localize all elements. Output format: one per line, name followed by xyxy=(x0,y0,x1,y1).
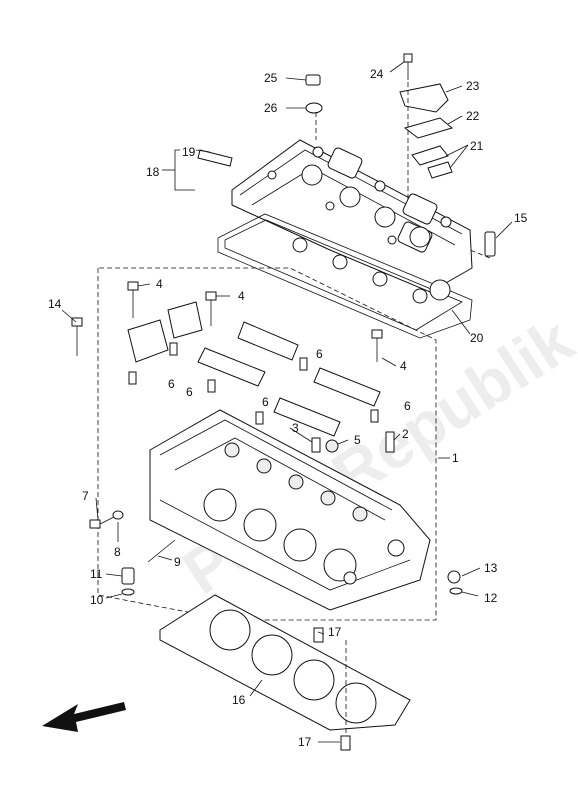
callout-6d: 6 xyxy=(316,347,323,361)
callout-15: 15 xyxy=(514,211,528,225)
head-cover-gasket xyxy=(217,213,473,339)
callout-4a: 4 xyxy=(156,277,163,291)
callout-11: 11 xyxy=(90,567,103,581)
callout-4b: 4 xyxy=(238,289,245,303)
callout-20: 20 xyxy=(470,331,484,345)
callout-labels: 1 2 3 4 4 4 5 6 6 6 6 6 7 8 9 10 11 12 1… xyxy=(48,67,528,749)
callout-17b: 17 xyxy=(298,735,312,749)
callout-17a: 17 xyxy=(328,625,342,639)
callout-7: 7 xyxy=(82,489,89,503)
callout-3: 3 xyxy=(292,421,299,435)
callout-12: 12 xyxy=(484,591,498,605)
callout-8: 8 xyxy=(114,545,121,559)
small-parts xyxy=(89,53,496,751)
callout-6c: 6 xyxy=(262,395,269,409)
callout-5: 5 xyxy=(354,433,361,447)
callout-18: 18 xyxy=(146,165,160,179)
callout-6a: 6 xyxy=(168,377,175,391)
callout-6b: 6 xyxy=(186,385,193,399)
callout-22: 22 xyxy=(466,109,480,123)
callout-26: 26 xyxy=(264,101,278,115)
cylinder-head-cover xyxy=(231,139,473,293)
callout-6e: 6 xyxy=(404,399,411,413)
assembly-outline xyxy=(97,267,437,621)
callout-19: 19 xyxy=(182,145,196,159)
camshaft-caps xyxy=(127,301,381,437)
arrow-left-down-icon xyxy=(42,702,126,732)
callout-25: 25 xyxy=(264,71,278,85)
callout-14: 14 xyxy=(48,297,62,311)
callout-13: 13 xyxy=(484,561,498,575)
callout-23: 23 xyxy=(466,79,480,93)
callout-4c: 4 xyxy=(400,359,407,373)
callout-1: 1 xyxy=(452,451,459,465)
cylinder-head-gasket xyxy=(159,594,411,731)
callout-24: 24 xyxy=(370,67,384,81)
callout-16: 16 xyxy=(232,693,246,707)
bolts xyxy=(71,281,383,362)
callout-2: 2 xyxy=(402,427,409,441)
callout-10: 10 xyxy=(90,593,104,607)
leader-lines xyxy=(61,61,513,743)
callout-21: 21 xyxy=(470,139,484,153)
cylinder-head xyxy=(149,409,431,611)
callout-9: 9 xyxy=(174,555,181,569)
dowel-pins xyxy=(128,342,379,425)
